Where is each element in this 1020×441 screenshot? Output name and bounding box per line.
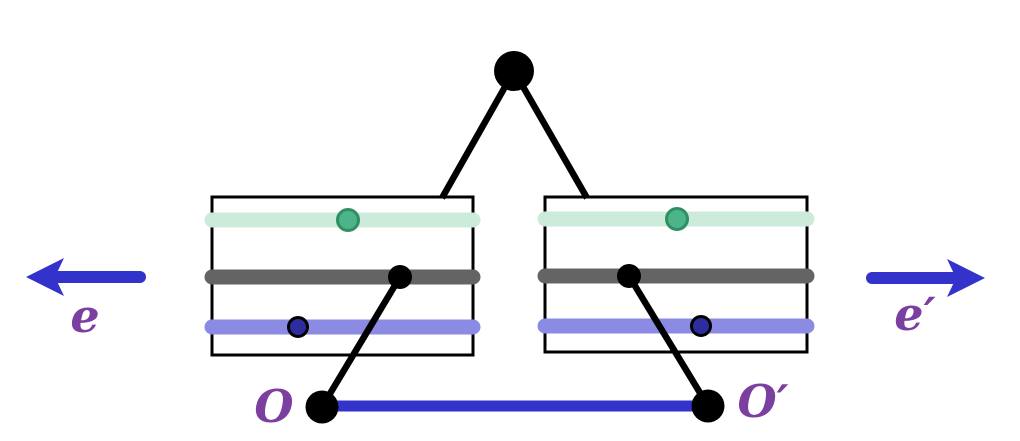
right-arrow-icon: [947, 259, 985, 297]
left-gray-bar-dot: [388, 265, 412, 289]
left-green-dot: [336, 208, 360, 232]
left-navy-dot: [287, 316, 309, 338]
label-o-prime: O′: [737, 375, 788, 428]
label-e-prime: e′: [894, 287, 935, 341]
label-e: e: [70, 289, 99, 343]
apex-dot: [494, 51, 534, 91]
right-connector-edge: [626, 274, 711, 408]
left-connector-edge: [319, 275, 403, 409]
left-arrow-icon: [26, 258, 64, 296]
apex-left-edge: [439, 69, 517, 200]
origin-right-dot: [691, 389, 725, 423]
origin-left-dot: [305, 390, 339, 424]
right-gray-bar-dot: [617, 264, 641, 288]
right-green-dot: [665, 207, 689, 231]
label-o: O: [254, 380, 293, 433]
apex-right-edge: [511, 69, 590, 200]
right-navy-dot: [690, 315, 712, 337]
